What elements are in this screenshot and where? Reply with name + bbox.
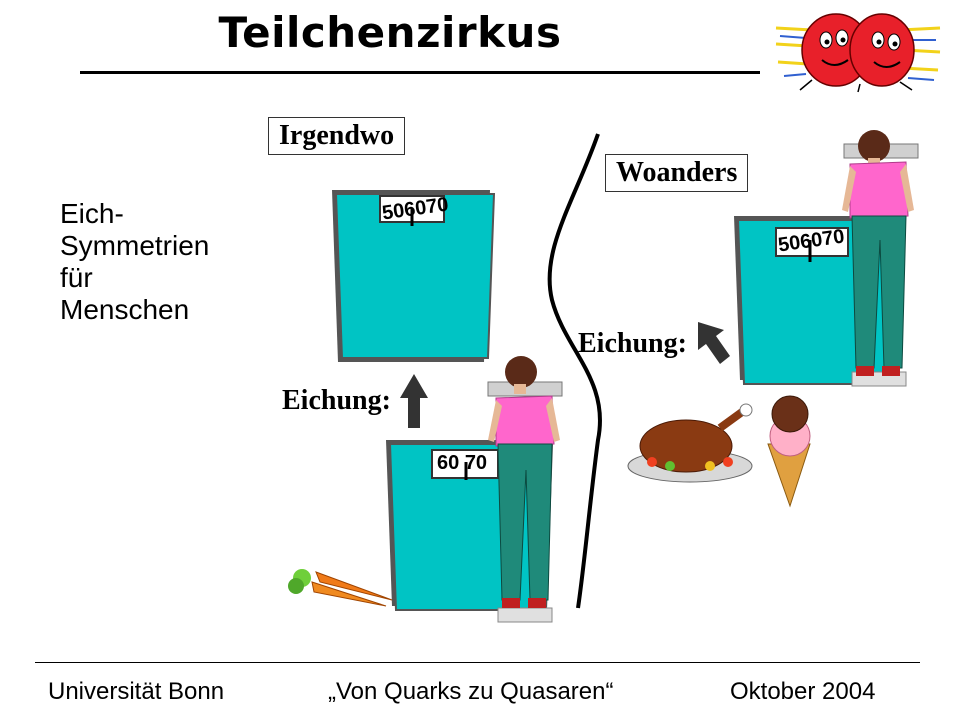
ice-cream-icon [767,395,811,508]
title-divider [80,71,760,74]
page-title: Teilchenzirkus [218,8,562,57]
side-text-line: Symmetrien [60,230,210,261]
scale-dial-bottom-left: 60 70 [437,452,488,474]
side-text-line: Menschen [60,294,190,325]
roast-chicken-icon [627,403,753,483]
footer-divider [35,662,920,663]
divider-curve [547,133,602,609]
location-label-left: Irgendwo [268,117,406,155]
particle-logo [772,4,944,93]
side-text-line: Eich- [60,198,124,229]
footer-lecture-title: „Von Quarks zu Quasaren“ [328,678,614,705]
footer-institution: Universität Bonn [48,678,225,705]
footer-date: Oktober 2004 [730,678,876,705]
arrow-up-icon [400,374,428,428]
carrots-icon [288,569,393,607]
person-bottom [487,356,563,623]
location-label-right: Woanders [605,154,749,192]
side-text-line: für [60,262,93,293]
person-right [842,130,919,387]
scale-top-left [332,190,496,362]
calibration-label-left: Eichung: [282,385,391,416]
calibration-label-right: Eichung: [578,328,687,359]
side-text: Eich- Symmetrien für Menschen [60,198,209,326]
arrow-diagonal-icon [698,322,730,364]
